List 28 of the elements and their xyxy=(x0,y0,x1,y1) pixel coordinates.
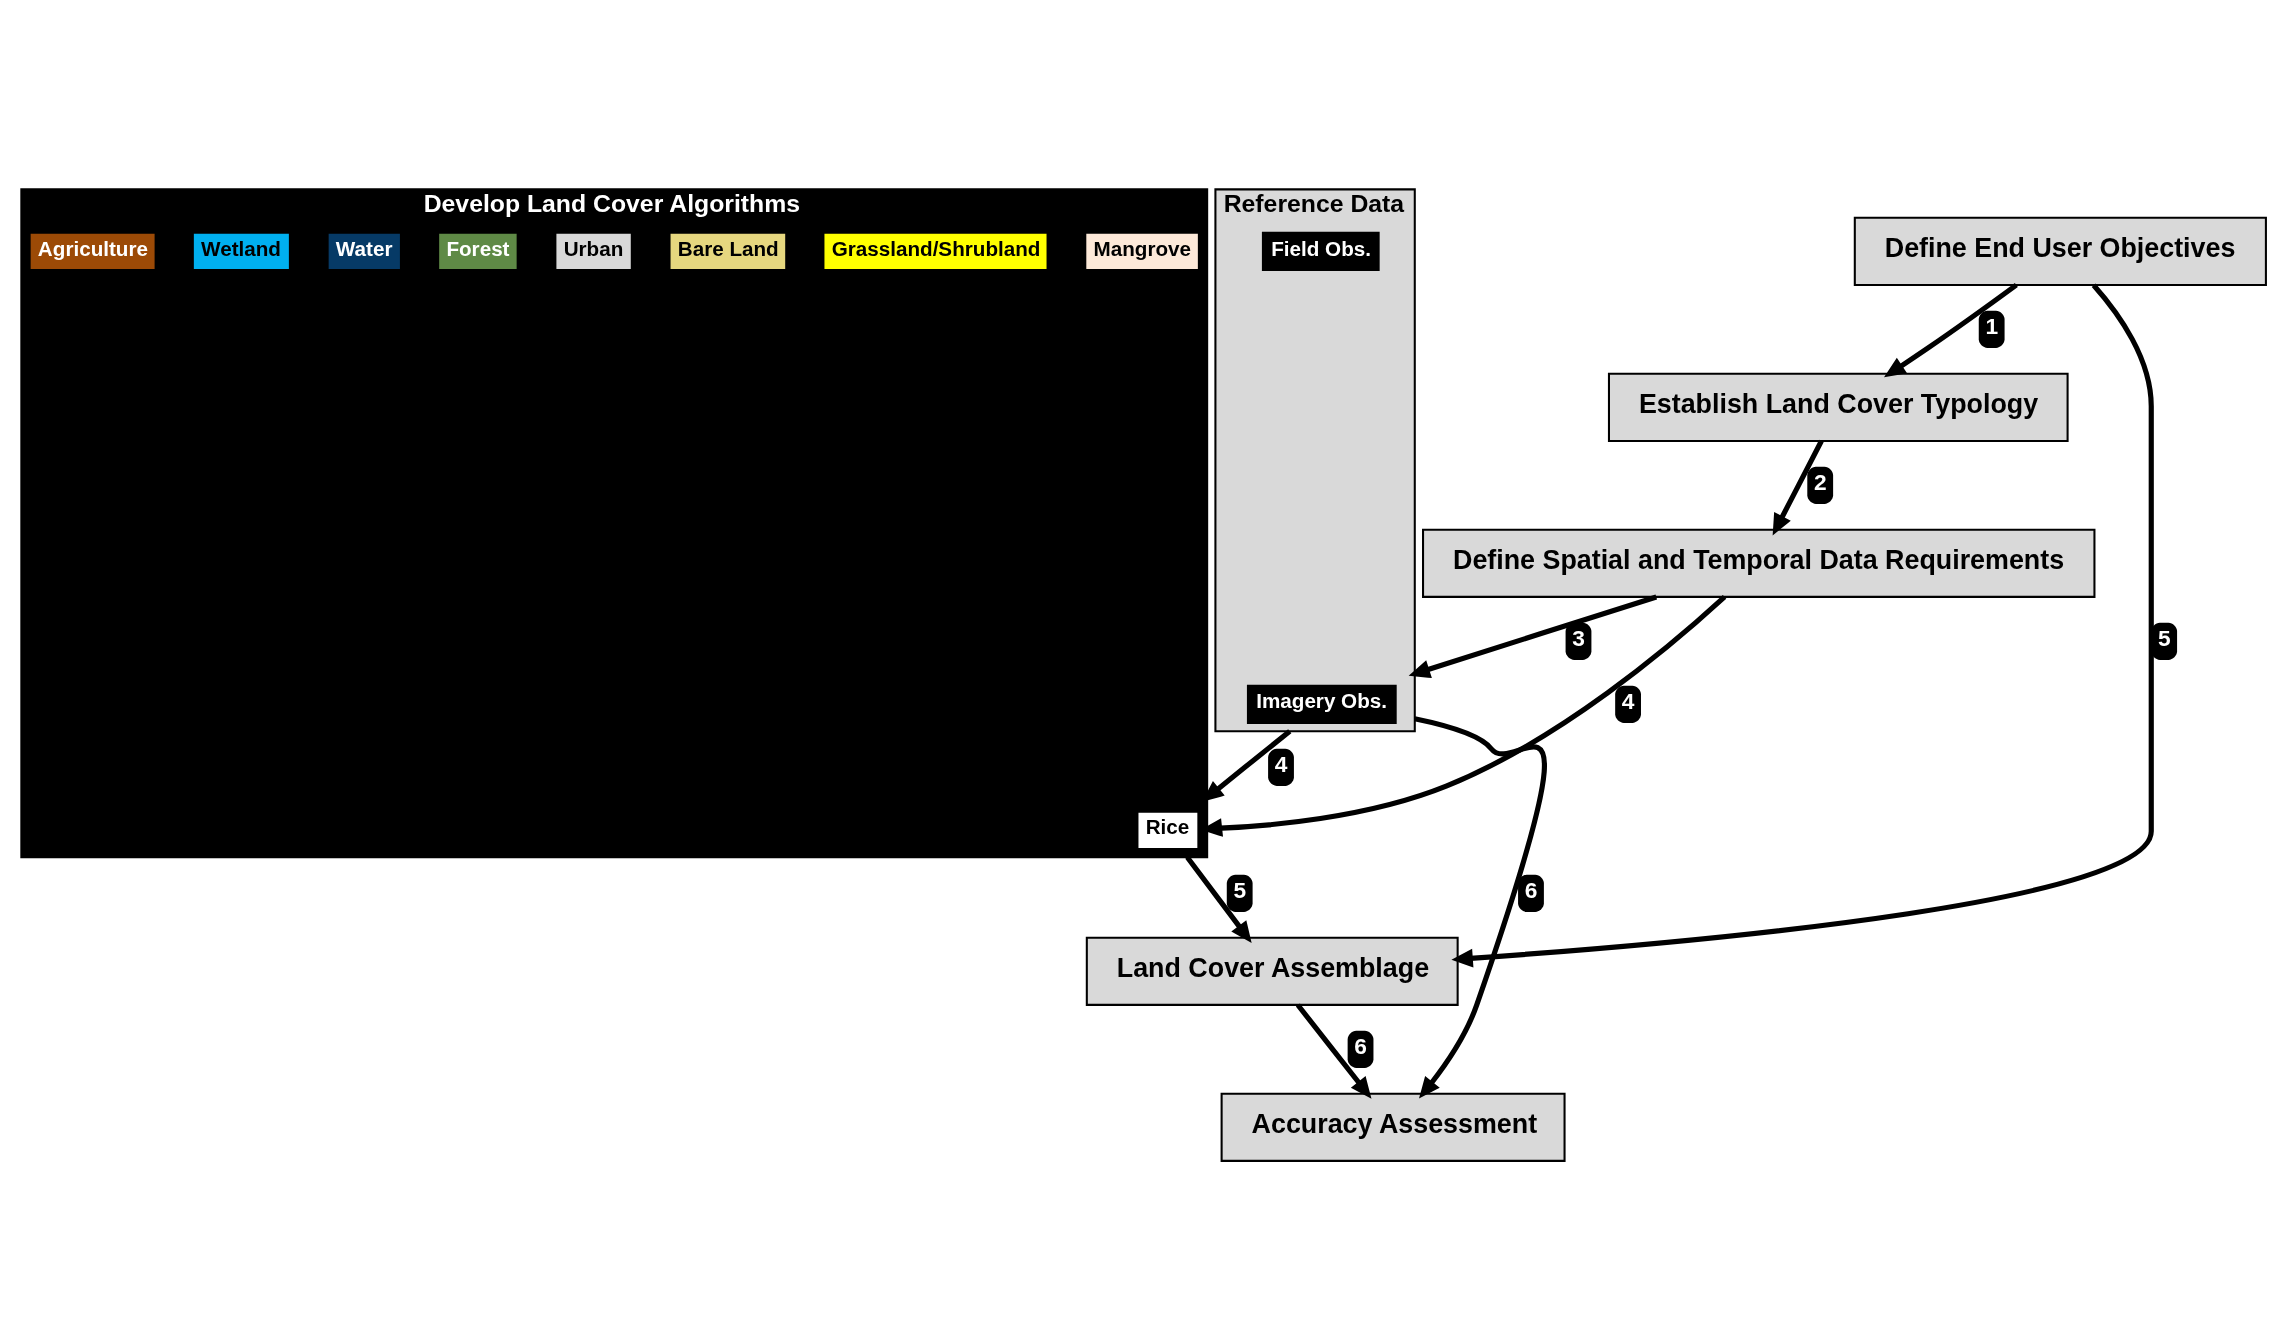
node-box: Imagery Obs. xyxy=(1246,684,1397,724)
node-box: Define End User Objectives xyxy=(1853,216,2267,286)
edge-label: 4 xyxy=(1274,750,1288,777)
node-box: Forest xyxy=(437,231,519,271)
node-box: Rice xyxy=(1136,810,1200,850)
edge-label: 3 xyxy=(1572,624,1585,651)
edge-label: 6 xyxy=(1354,1032,1367,1059)
node-box: Bare Land xyxy=(668,231,788,271)
edge-label: 4 xyxy=(1621,687,1635,714)
node-box: Water xyxy=(326,231,402,271)
node-box: Urban xyxy=(554,231,633,271)
edge-label: 5 xyxy=(1233,876,1247,903)
edge-label: 2 xyxy=(1814,468,1827,495)
node-box: Grassland/Shrubland xyxy=(822,231,1049,271)
node-box: Land Cover Assemblage xyxy=(1085,936,1459,1006)
edge-label: 6 xyxy=(1524,876,1538,903)
node-box: Field Obs. xyxy=(1261,231,1380,271)
node-box: Agriculture xyxy=(28,231,157,271)
node-box: Accuracy Assessment xyxy=(1220,1092,1566,1162)
node-box: Establish Land Cover Typology xyxy=(1607,372,2069,442)
arrow xyxy=(1772,439,1824,535)
edge-label: 1 xyxy=(1985,312,1999,339)
node-box: Wetland xyxy=(191,231,291,271)
node-box: Define Spatial and Temporal Data Requirements xyxy=(1422,528,2096,598)
arrow xyxy=(1408,593,1658,678)
node-box: Mangrove xyxy=(1084,231,1200,271)
edge-label: 5 xyxy=(2157,624,2171,651)
arrow xyxy=(1451,283,2154,968)
